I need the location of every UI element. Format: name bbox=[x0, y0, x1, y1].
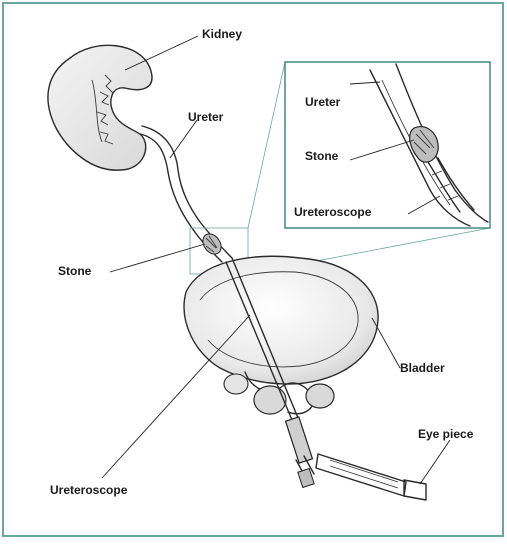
leader-stone bbox=[110, 244, 205, 272]
leader-ureter bbox=[170, 120, 197, 158]
label-eye-piece: Eye piece bbox=[418, 427, 474, 441]
label-ureter: Ureter bbox=[188, 110, 224, 124]
label-ureteroscope: Ureteroscope bbox=[50, 483, 128, 497]
inset-panel bbox=[285, 62, 490, 228]
label-stone: Stone bbox=[58, 264, 92, 278]
inset-label-stone: Stone bbox=[305, 149, 339, 163]
leader-ureteroscope bbox=[102, 315, 250, 478]
inset-frame bbox=[285, 62, 490, 228]
leader-eye-piece bbox=[420, 440, 450, 484]
leader-bladder bbox=[372, 318, 400, 368]
label-bladder: Bladder bbox=[400, 361, 445, 375]
stone-main bbox=[199, 230, 225, 257]
bladder bbox=[184, 256, 378, 414]
label-kidney: Kidney bbox=[202, 27, 242, 41]
zoom-line-top bbox=[248, 62, 285, 228]
inset-label-ureter: Ureter bbox=[305, 95, 341, 109]
inset-label-ureteroscope: Ureteroscope bbox=[294, 205, 372, 219]
kidney bbox=[48, 45, 152, 170]
